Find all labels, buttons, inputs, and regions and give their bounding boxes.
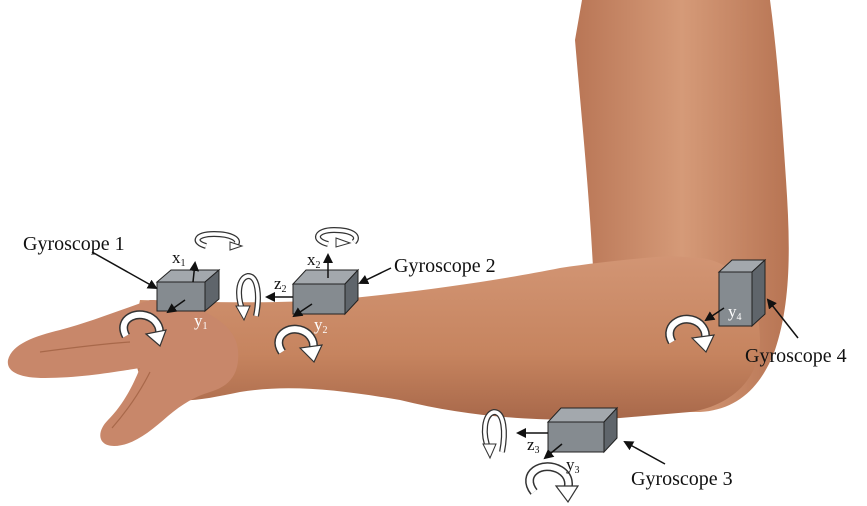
axis-label-y2: y2: [314, 316, 328, 336]
axis-label-x1: x1: [172, 249, 186, 269]
x1-rotation-icon: [198, 234, 242, 250]
z3-rotation-icon: [483, 412, 504, 458]
x2-rotation-icon: [318, 230, 356, 247]
gyroscope-2-leader: [360, 268, 391, 283]
axis-label-z3: z3: [527, 436, 540, 456]
gyroscope-3-label: Gyroscope 3: [631, 469, 733, 489]
gyroscope-3-leader: [625, 442, 665, 464]
axis-label-y3: y3: [566, 456, 580, 476]
gyroscope-1-leader: [92, 252, 156, 288]
axis-label-y4: y4: [728, 303, 742, 323]
gyroscope-1-box: [157, 270, 219, 311]
gyroscope-4-label: Gyroscope 4: [745, 346, 847, 366]
axis-label-y1: y1: [194, 312, 208, 332]
gyroscope-3-box: [548, 408, 617, 452]
axis-label-z2: z2: [274, 275, 287, 295]
axis-label-x2: x2: [307, 251, 321, 271]
gyroscope-1-label: Gyroscope 1: [23, 234, 125, 254]
gyroscope-4-box: [719, 260, 765, 326]
gyroscope-2-box: [293, 270, 358, 314]
gyroscope-2-label: Gyroscope 2: [394, 256, 496, 276]
arm-image: [8, 0, 789, 446]
